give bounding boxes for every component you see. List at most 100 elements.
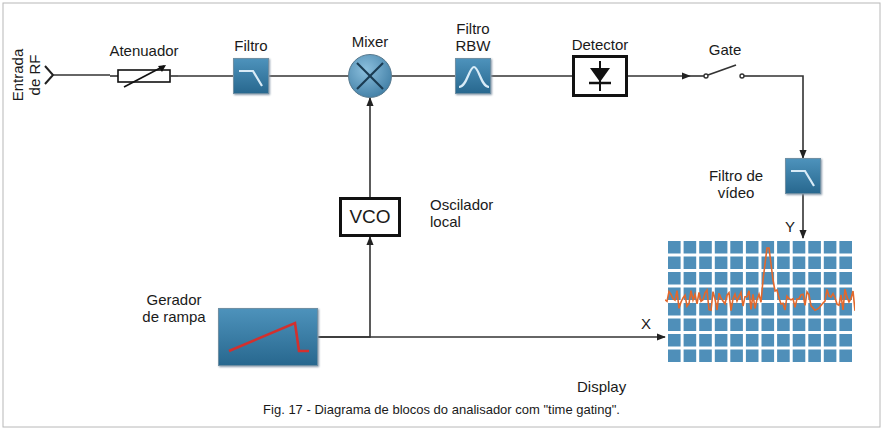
grid-cell [808, 272, 821, 285]
grid-cell [715, 272, 728, 285]
connector [318, 336, 665, 338]
grid-cell [777, 272, 790, 285]
filter-box: Filtro [233, 58, 269, 94]
node-label: Atenuador [109, 42, 178, 59]
grid-cell [777, 241, 790, 254]
icon [786, 159, 820, 193]
node-label: Gerador de rampa [141, 291, 207, 325]
icon [690, 63, 760, 89]
connector [178, 75, 233, 77]
grid-cell [824, 272, 837, 285]
grid-cell [824, 319, 837, 332]
video-filter-box: Filtro de vídeo [785, 158, 821, 194]
connector [318, 237, 370, 337]
grid-cell [684, 350, 697, 363]
grid-cell [715, 257, 728, 270]
icon [234, 59, 268, 93]
rf-input-connector [45, 66, 53, 84]
grid-cell [684, 241, 697, 254]
grid-cell [777, 319, 790, 332]
grid-cell [746, 241, 759, 254]
grid-cell [746, 257, 759, 270]
icon [349, 55, 391, 97]
icon [110, 64, 178, 88]
grid-cell [699, 241, 712, 254]
spectrum-trace [665, 248, 855, 311]
grid-cell [824, 303, 837, 316]
switch-contact [740, 74, 744, 78]
icon [665, 238, 855, 365]
grid-cell [746, 350, 759, 363]
wire [170, 75, 178, 77]
input-label: Entrada de RF [9, 44, 43, 106]
connector [491, 75, 572, 77]
grid-cell [839, 257, 852, 270]
grid-cell [793, 257, 806, 270]
grid-cell [762, 319, 775, 332]
switch-lever [708, 65, 736, 75]
grid-cell [684, 257, 697, 270]
ramp-icon [229, 323, 309, 351]
box-text: VCO [342, 200, 398, 228]
connector [392, 75, 455, 77]
grid-cell [668, 257, 681, 270]
bandpass-icon [459, 67, 489, 87]
grid-cell [699, 257, 712, 270]
grid-cell [793, 334, 806, 347]
diode-bar [589, 82, 611, 85]
variable-arrow [124, 66, 164, 87]
mixer-x [357, 63, 383, 89]
grid-cell [730, 272, 743, 285]
connector [369, 98, 371, 197]
grid-cell [839, 334, 852, 347]
grid-cell [684, 303, 697, 316]
grid-cell [684, 319, 697, 332]
node-label: Filtro RBW [446, 20, 500, 54]
grid-cell [668, 334, 681, 347]
grid-cell [762, 334, 775, 347]
mixer-x [357, 63, 383, 89]
detector-box: Detector [572, 55, 628, 97]
axis-label: Y [783, 218, 797, 235]
grid-cell [777, 350, 790, 363]
frame [3, 3, 880, 427]
grid-cell [668, 272, 681, 285]
display-screen: Display [665, 238, 855, 365]
connector [802, 194, 804, 238]
node-label: Filtro de vídeo [694, 167, 778, 201]
lowpass-icon [791, 171, 814, 186]
grid-cell [730, 334, 743, 347]
variable-arrow-head [158, 65, 166, 72]
grid-cell [808, 241, 821, 254]
grid-cell [684, 272, 697, 285]
grid-cell [668, 350, 681, 363]
grid-cell [762, 257, 775, 270]
node-label: Gate [709, 41, 742, 58]
grid-cell [668, 319, 681, 332]
grid-cell [730, 257, 743, 270]
wire [744, 75, 760, 77]
grid-cell [715, 334, 728, 347]
grid-cell [746, 272, 759, 285]
connector [628, 75, 690, 77]
node-label: Detector [572, 36, 629, 53]
grid-cell [824, 241, 837, 254]
icon [456, 59, 490, 93]
grid-cell [762, 288, 775, 301]
grid-cell [762, 303, 775, 316]
node-label: Filtro [234, 37, 267, 54]
wire [110, 75, 118, 77]
node-label: Mixer [352, 33, 389, 50]
grid-cell [777, 334, 790, 347]
connector [269, 75, 348, 77]
connector [760, 76, 803, 158]
grid-cell [824, 334, 837, 347]
grid-cell [824, 350, 837, 363]
figure-caption: Fig. 17 - Diagrama de blocos do analisad… [0, 401, 883, 418]
grid-cell [793, 350, 806, 363]
node-label: Oscilador local [430, 196, 522, 230]
diode-symbol [590, 68, 610, 82]
grid-cell [793, 319, 806, 332]
grid-cell [839, 350, 852, 363]
